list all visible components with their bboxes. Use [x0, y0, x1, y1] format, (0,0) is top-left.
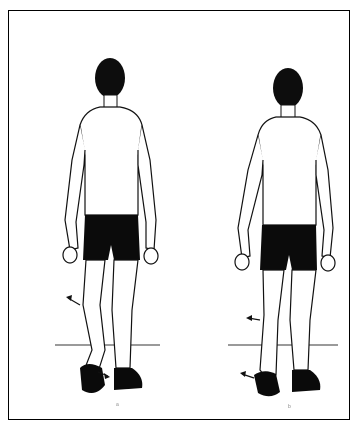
arrowhead-heel — [104, 373, 110, 379]
left-hand — [63, 247, 77, 263]
left-leg — [83, 260, 105, 372]
panel-b: b — [218, 50, 362, 410]
left-shoe — [254, 371, 280, 396]
arrowhead-knee — [66, 295, 72, 301]
right-arm — [316, 135, 333, 258]
left-arm — [65, 125, 85, 250]
left-shoe — [80, 364, 105, 393]
right-shoe — [292, 370, 320, 392]
shorts — [260, 225, 317, 270]
shirt — [80, 107, 142, 215]
arrowhead-knee — [246, 315, 252, 321]
shorts — [83, 215, 140, 260]
right-shoe — [114, 368, 142, 390]
caption-b: b — [288, 405, 291, 410]
head-hair — [95, 58, 125, 98]
neck — [104, 95, 117, 107]
caption-a: a — [116, 403, 119, 408]
right-hand — [321, 255, 335, 271]
head-hair — [273, 68, 303, 108]
left-leg — [260, 270, 284, 380]
right-leg — [112, 260, 138, 368]
arrowhead-heel — [240, 371, 246, 377]
right-arm — [138, 125, 156, 250]
left-arm — [238, 135, 263, 258]
neck — [281, 105, 295, 117]
right-leg — [290, 270, 316, 370]
panel-a: a — [50, 50, 200, 410]
walking-figure-a — [50, 50, 200, 410]
left-hand — [235, 254, 249, 270]
walking-figure-b — [218, 50, 362, 410]
shirt — [258, 117, 321, 225]
right-hand — [144, 248, 158, 264]
